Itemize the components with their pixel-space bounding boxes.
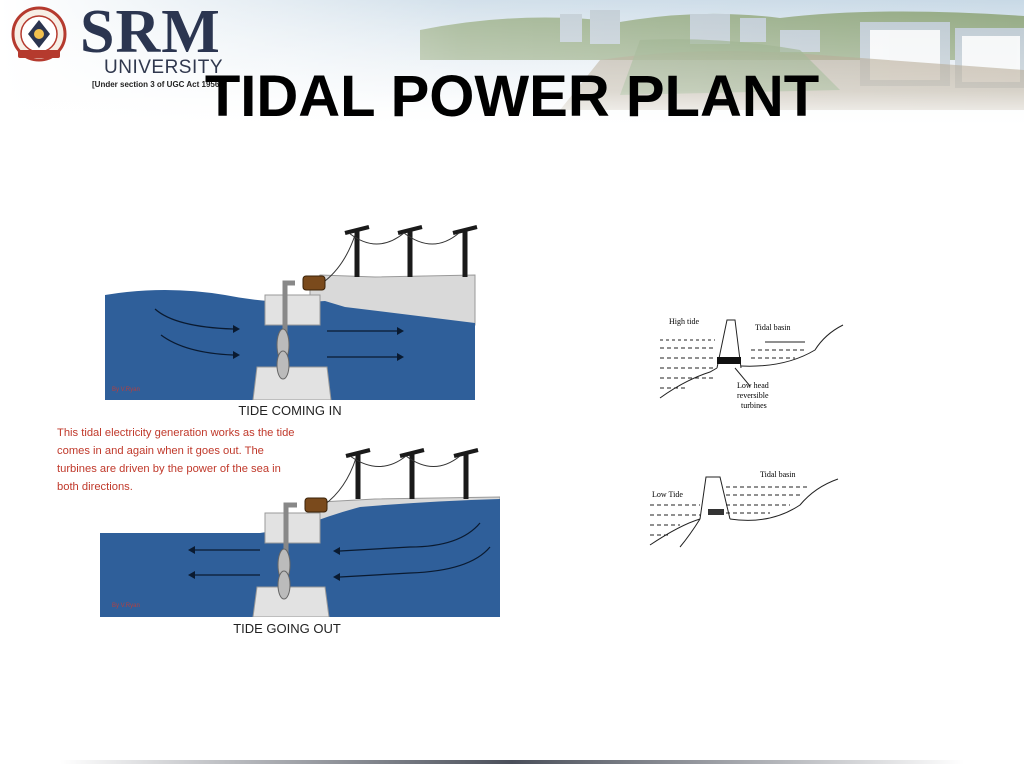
label-high-tide: High tide xyxy=(669,317,699,326)
tide-going-out-diagram xyxy=(100,448,500,617)
caption-tide-going-out: TIDE GOING OUT xyxy=(233,621,341,636)
low-tide-sketch: Low Tide Tidal basin xyxy=(649,470,839,548)
university-seal-icon xyxy=(11,6,67,62)
logo-subtitle: UNIVERSITY xyxy=(104,57,224,78)
high-tide-sketch: High tide Tidal basin Low head reversibl… xyxy=(659,317,844,410)
description-text: This tidal electricity generation works … xyxy=(57,427,295,493)
label-turbine-1: Low head xyxy=(737,381,769,390)
slide-title: TIDAL POWER PLANT xyxy=(204,64,820,129)
tide-coming-in-diagram xyxy=(105,225,478,400)
caption-tide-coming-in: TIDE COMING IN xyxy=(238,403,342,418)
header-banner xyxy=(0,0,1024,130)
logo-wordmark: SRM xyxy=(80,0,221,66)
footer-decoration xyxy=(60,760,964,764)
label-tidal-basin-high: Tidal basin xyxy=(755,323,791,332)
diagram-credit-in: By V.Ryan xyxy=(112,387,140,393)
diagram-credit-out: By V.Ryan xyxy=(112,603,140,609)
label-turbine-3: turbines xyxy=(741,401,767,410)
label-low-tide: Low Tide xyxy=(652,490,683,499)
label-turbine-2: reversible xyxy=(737,391,769,400)
label-tidal-basin-low: Tidal basin xyxy=(760,470,796,479)
logo-note: [Under section 3 of UGC Act 1956] xyxy=(92,80,222,89)
